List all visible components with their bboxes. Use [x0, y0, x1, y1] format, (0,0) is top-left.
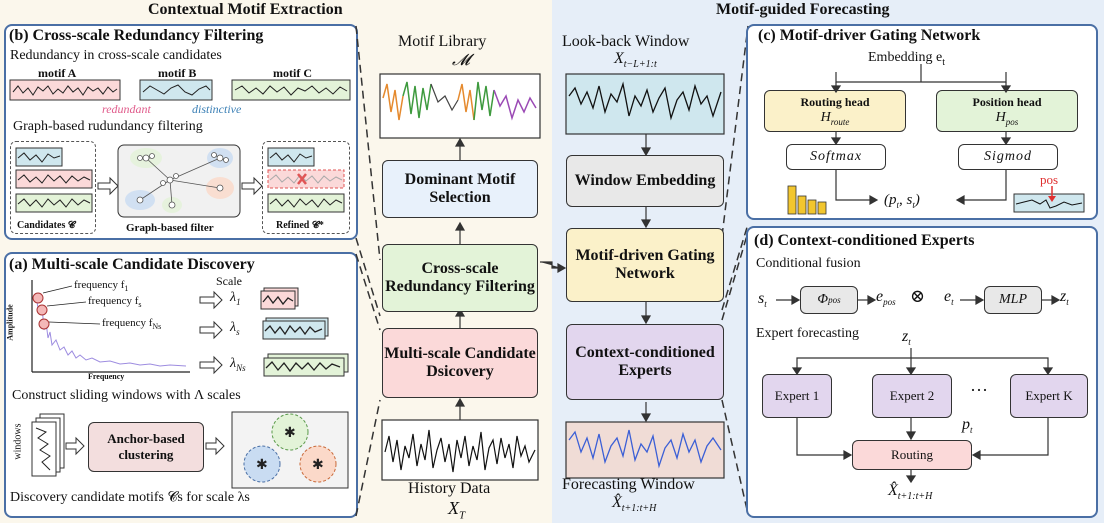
p-t-symbol: pt — [962, 416, 973, 436]
svg-text:✱: ✱ — [256, 457, 268, 473]
panel-d-title: (d) Context-conditioned Experts — [754, 232, 975, 249]
distinctive-label: distinctive — [192, 102, 242, 116]
refined-label: Refined 𝓒* — [276, 220, 324, 231]
routing-head-symbol: Hroute — [820, 110, 850, 127]
routing-head-label: Routing head — [800, 95, 870, 110]
panel-a-title: (a) Multi-scale Candidate Discovery — [9, 256, 255, 273]
candidates-dashed-box — [10, 141, 96, 234]
embedding-label: Embedding et — [868, 50, 946, 68]
z-t-symbol-2: zt — [902, 328, 911, 348]
forecast-symbol: X̂t+1:t+H — [612, 494, 657, 515]
sliding-windows-text: Construct sliding windows with Λ scales — [12, 388, 241, 403]
lambdaN-label: λNs — [230, 356, 246, 373]
lookback-label: Look-back Window — [562, 33, 690, 50]
panel-b-subtitle: Redundancy in cross-scale candidates — [10, 48, 222, 63]
motif-b-wave — [142, 84, 211, 96]
motif-library-symbol: 𝓜 — [452, 52, 470, 69]
history-data-plot — [381, 419, 539, 481]
dominant-motif-box: Dominant Motif Selection — [382, 160, 538, 218]
routing-box: Routing — [852, 440, 972, 470]
motif-abc-svg — [9, 79, 351, 218]
multiscale-box: Multi-scale Candidate Dsicovery — [382, 328, 538, 398]
cand-pink — [15, 169, 93, 189]
e-t-symbol: et — [944, 288, 954, 308]
panel-b-title: (b) Cross-scale Redundancy Filtering — [9, 27, 264, 44]
e-pos-symbol: epos — [876, 288, 896, 308]
redundant-label: redundant — [102, 102, 151, 116]
spectrum-plot: ✱ ✱ ✱ — [31, 280, 349, 489]
freq1-dot — [32, 292, 44, 304]
ref-blue — [267, 147, 315, 167]
motif-c-box — [231, 79, 351, 101]
freqN-dot — [38, 318, 50, 330]
position-head-symbol: Hpos — [995, 110, 1019, 127]
forecast-plot — [565, 421, 725, 479]
history-data-label: History Data — [408, 480, 491, 497]
motif-library-label: Motif Library — [398, 33, 487, 50]
motif-c-label: motif C — [273, 66, 312, 80]
expert-1-box: Expert 1 — [762, 374, 832, 418]
left-section-title: Contextual Motif Extraction — [148, 1, 343, 18]
expert-forecasting-label: Expert forecasting — [756, 326, 860, 341]
position-head-label: Position head — [972, 95, 1042, 110]
motif-a-label: motif A — [38, 66, 77, 80]
lookback-plot — [565, 73, 725, 135]
cand-green — [15, 193, 93, 213]
motif-a-wave — [12, 85, 118, 96]
z-t-symbol: zt — [1060, 288, 1069, 308]
scale-label: Scale — [216, 274, 242, 288]
lambda1-label: λ1 — [230, 290, 241, 307]
freqs-dot — [36, 304, 48, 316]
cand-blue-1 — [15, 147, 63, 167]
ellipsis: ··· — [970, 380, 988, 400]
lambdas-label: λs — [230, 320, 240, 337]
gating-network-box: Motif-driven Gating Network — [566, 228, 724, 302]
motif-b-label: motif B — [158, 66, 197, 80]
experts-box: Context-conditioned Experts — [566, 324, 724, 400]
expert-2-box: Expert 2 — [872, 374, 952, 418]
softmax-box: Softmax — [786, 144, 886, 170]
svg-text:✱: ✱ — [284, 425, 296, 441]
window-embedding-box: Window Embedding — [566, 155, 724, 207]
ref-green — [267, 193, 345, 213]
motif-b-box — [139, 79, 213, 101]
mlp-box: MLP — [984, 286, 1042, 314]
freqs-label: frequency fs — [88, 295, 142, 310]
freq1-label: frequency f1 — [74, 279, 129, 294]
panel-c-graphics — [787, 64, 1085, 215]
lookback-symbol: Xt−L+1:t — [614, 50, 657, 71]
motif-library-plot — [379, 73, 541, 139]
expert-k-box: Expert K — [1010, 374, 1088, 418]
anchor-clustering-box: Anchor-based clustering — [88, 422, 204, 472]
graph-filter-label: Graph-based filter — [126, 222, 214, 234]
conditional-fusion-label: Conditional fusion — [756, 256, 861, 271]
forecasting-window-label: Forecasting Window — [562, 476, 695, 493]
discovery-text: Discovery candidate motifs 𝓒s for scale … — [10, 490, 250, 505]
frequency-axis-label: Frequency — [88, 372, 125, 381]
graph-filter-title: Graph-based rudundancy filtering — [13, 119, 203, 134]
pos-label: pos — [1040, 172, 1059, 187]
crossscale-box: Cross-scale Redundancy Filtering — [382, 244, 538, 312]
right-section-title: Motif-guided Forecasting — [716, 1, 890, 18]
history-symbol: XT — [448, 498, 466, 522]
final-output-symbol: X̂t+1:t+H — [888, 482, 933, 503]
panel-c-title: (c) Motif-driver Gating Network — [758, 27, 981, 44]
routing-head-box: Routing head Hroute — [764, 90, 906, 132]
refined-dashed-box — [262, 141, 350, 234]
svg-text:✱: ✱ — [312, 457, 324, 473]
otimes-symbol: ⊗ — [910, 286, 926, 306]
gating-output: (pt, st) — [884, 192, 920, 210]
s-t-symbol: st — [758, 290, 767, 310]
sigmoid-box: Sigmod — [958, 144, 1058, 170]
candidates-label: Candidates 𝓒 — [17, 220, 75, 231]
freqN-label: frequency fNs — [102, 317, 162, 332]
motif-c-wave — [234, 85, 348, 96]
ref-pink — [267, 169, 345, 189]
